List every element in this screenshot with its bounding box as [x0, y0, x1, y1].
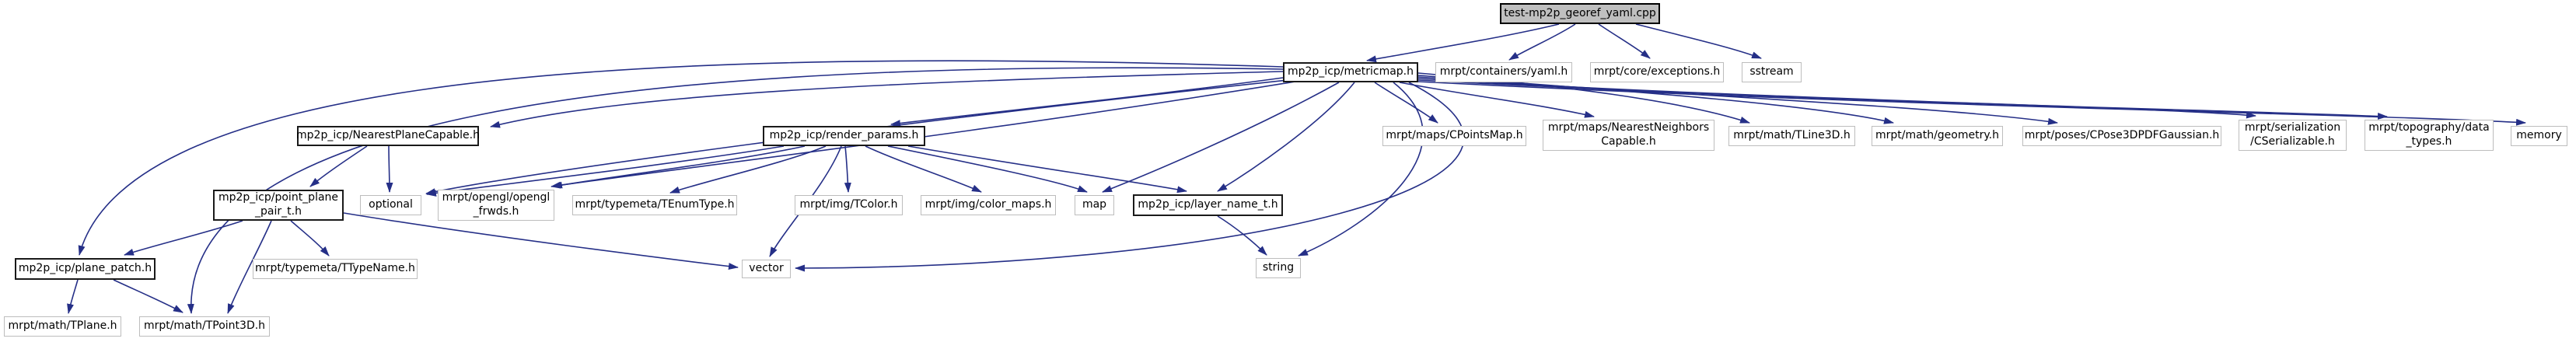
node-colormaps: mrpt/img/color_maps.h — [921, 195, 1056, 215]
node-render_params[interactable]: mp2p_icp/render_params.h — [763, 126, 925, 146]
node-map: map — [1075, 195, 1114, 215]
node-tcolor: mrpt/img/TColor.h — [795, 195, 903, 215]
edge-metricmap-to-string — [1298, 82, 1424, 256]
edge-metricmap-to-cpointsmap — [1374, 82, 1438, 124]
node-cserializable: mrpt/serialization /CSerializable.h — [2239, 120, 2347, 151]
node-geometry: mrpt/math/geometry.h — [1872, 126, 2003, 146]
node-metricmap[interactable]: mp2p_icp/metricmap.h — [1283, 62, 1418, 82]
node-cpointsmap: mrpt/maps/CPointsMap.h — [1382, 126, 1526, 146]
edge-metricmap-to-optional — [425, 79, 1288, 196]
node-memory: memory — [2511, 126, 2567, 146]
edge-render_params-to-optional — [426, 145, 785, 197]
node-nncapable: mrpt/maps/NearestNeighbors Capable.h — [1543, 120, 1714, 151]
edge-point_plane-to-tpoint3d — [227, 220, 272, 314]
node-tenum: mrpt/typemeta/TEnumType.h — [572, 195, 737, 215]
edge-render_params-to-layer_name — [907, 145, 1187, 194]
node-vector: vector — [742, 260, 791, 278]
edge-point_plane-to-ttypename — [290, 220, 330, 256]
node-yaml: mrpt/containers/yaml.h — [1435, 62, 1572, 82]
node-test_cpp: test-mp2p_georef_yaml.cpp — [1500, 3, 1660, 24]
edge-render_params-to-colormaps — [865, 145, 982, 193]
edge-render_params-to-opengl — [552, 145, 806, 189]
edge-metricmap-to-nearest_plane — [490, 71, 1284, 128]
node-plane_patch[interactable]: mp2p_icp/plane_patch.h — [15, 258, 156, 280]
node-string: string — [1256, 258, 1301, 278]
edge-point_plane-to-vector — [343, 212, 739, 270]
edge-render_params-to-tcolor — [844, 145, 851, 193]
node-tplane: mrpt/math/TPlane.h — [4, 316, 121, 337]
edge-plane_patch-to-tpoint3d — [113, 279, 184, 313]
node-tline3d: mrpt/math/TLine3D.h — [1728, 126, 1855, 146]
edge-metricmap-to-map — [1102, 82, 1340, 193]
edge-test_cpp-to-metricmap — [1366, 23, 1560, 63]
edge-metricmap-to-plane_patch — [78, 60, 1284, 256]
edge-metricmap-to-opengl — [551, 80, 1301, 189]
edge-test_cpp-to-exceptions — [1598, 23, 1651, 59]
edge-metricmap-to-render_params — [890, 77, 1284, 127]
node-layer_name[interactable]: mp2p_icp/layer_name_t.h — [1133, 194, 1283, 216]
edge-layer_name-to-string — [1217, 215, 1267, 256]
edge-metricmap-to-layer_name — [1217, 82, 1355, 192]
edge-nearest_plane-to-point_plane — [309, 145, 368, 187]
node-topography: mrpt/topography/data _types.h — [2365, 120, 2494, 151]
node-point_plane[interactable]: mp2p_icp/point_plane _pair_t.h — [213, 190, 344, 221]
edge-metricmap-to-topography — [1417, 79, 2388, 120]
edge-test_cpp-to-sstream — [1635, 23, 1762, 59]
node-ttypename: mrpt/typemeta/TTypeName.h — [253, 259, 418, 279]
node-cpose: mrpt/poses/CPose3DPDFGaussian.h — [2022, 126, 2221, 146]
edge-nearest_plane-to-optional — [386, 145, 393, 193]
edge-metricmap-to-nncapable — [1399, 82, 1595, 118]
node-sstream: sstream — [1742, 62, 1802, 82]
node-opengl: mrpt/opengl/opengl _frwds.h — [438, 190, 554, 221]
node-optional: optional — [360, 195, 421, 215]
edge-point_plane-to-plane_patch — [124, 220, 243, 256]
edge-metricmap-to-memory — [1417, 81, 2526, 126]
node-exceptions: mrpt/core/exceptions.h — [1590, 62, 1724, 82]
node-tpoint3d: mrpt/math/TPoint3D.h — [139, 316, 270, 337]
edge-metricmap-to-tpoint3d — [187, 67, 1284, 314]
edge-render_params-to-map — [887, 145, 1088, 193]
node-nearest_plane[interactable]: mp2p_icp/NearestPlaneCapable.h — [296, 126, 480, 146]
edge-test_cpp-to-yaml — [1508, 23, 1576, 61]
edge-plane_patch-to-tplane — [67, 279, 79, 314]
edge-render_params-to-tenum — [669, 145, 827, 194]
